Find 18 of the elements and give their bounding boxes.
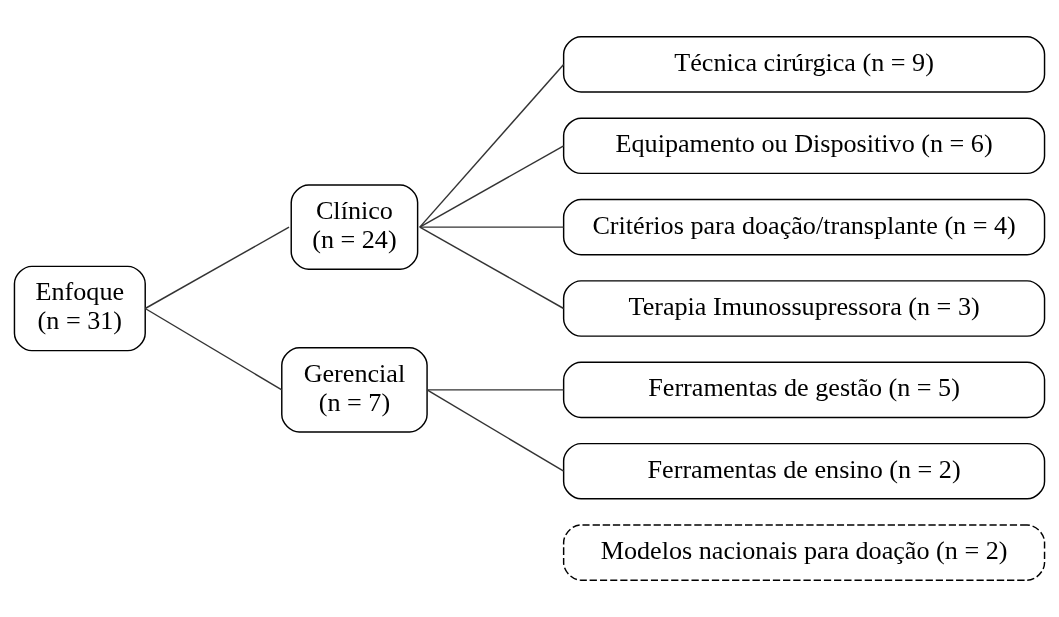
connector	[144, 226, 290, 310]
node-box: Clínico (n = 24)	[290, 184, 419, 270]
connector	[426, 389, 565, 472]
connector	[144, 307, 283, 391]
node-box: Critérios para doação/transplante (n = 4)	[562, 198, 1046, 256]
node-box: Gerencial (n = 7)	[281, 347, 428, 433]
connector	[419, 226, 565, 310]
connector	[419, 145, 565, 228]
connector	[426, 389, 565, 391]
connector	[419, 226, 565, 228]
node-box: Equipamento ou Dispositivo (n = 6)	[562, 117, 1046, 175]
node-box: Enfoque (n = 31)	[13, 265, 146, 352]
node-box: Técnica cirúrgica (n = 9)	[562, 36, 1046, 93]
node-box: Ferramentas de gestão (n = 5)	[562, 361, 1046, 419]
node-box: Terapia Imunossupressora (n = 3)	[562, 280, 1046, 337]
node-box: Modelos nacionais para doação (n = 2)	[562, 524, 1046, 581]
connector	[419, 63, 565, 228]
node-box: Ferramentas de ensino (n = 2)	[562, 442, 1046, 500]
